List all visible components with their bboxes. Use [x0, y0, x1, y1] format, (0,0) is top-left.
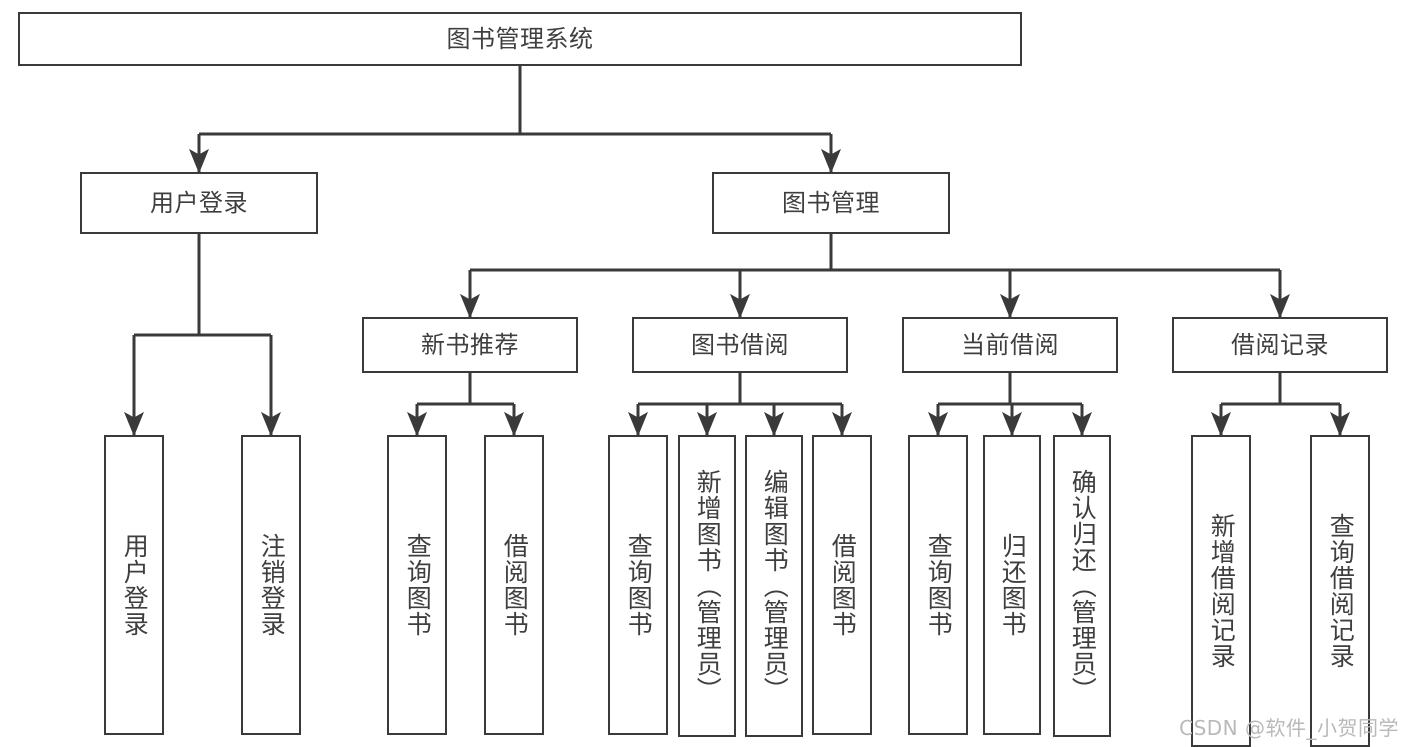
node-label: 借阅记录	[1231, 330, 1329, 359]
node-leaf-query-book-2[interactable]: 查询图书	[608, 435, 668, 735]
node-new-book-recommendation[interactable]: 新书推荐	[362, 317, 578, 373]
node-label: 查询图书	[624, 533, 654, 637]
node-label: 查询图书	[924, 533, 954, 637]
node-label: 图书借阅	[691, 330, 789, 359]
node-leaf-confirm-return-admin[interactable]: 确认归还（管理员）	[1053, 435, 1111, 737]
node-label: 编辑图书（管理员）	[760, 469, 790, 703]
node-leaf-query-book-1[interactable]: 查询图书	[387, 435, 447, 735]
node-user-login[interactable]: 用户登录	[80, 172, 318, 234]
node-label: 当前借阅	[961, 330, 1059, 359]
node-leaf-add-book-admin[interactable]: 新增图书（管理员）	[678, 435, 736, 737]
node-label: 借阅图书	[500, 533, 530, 637]
node-label: 用户登录	[150, 188, 248, 217]
node-label: 借阅图书	[828, 533, 858, 637]
node-label: 确认归还（管理员）	[1068, 469, 1098, 703]
node-leaf-user-login[interactable]: 用户登录	[104, 435, 164, 735]
node-label: 查询借阅记录	[1326, 513, 1356, 669]
node-leaf-query-book-3[interactable]: 查询图书	[908, 435, 968, 735]
node-label: 注销登录	[257, 533, 287, 637]
node-root-system[interactable]: 图书管理系统	[18, 12, 1022, 66]
node-leaf-return-book[interactable]: 归还图书	[983, 435, 1041, 735]
node-book-borrow[interactable]: 图书借阅	[632, 317, 848, 373]
node-leaf-edit-book-admin[interactable]: 编辑图书（管理员）	[745, 435, 803, 737]
node-label: 用户登录	[120, 533, 150, 637]
node-current-borrow[interactable]: 当前借阅	[902, 317, 1118, 373]
node-label: 新增图书（管理员）	[693, 469, 723, 703]
node-label: 新增借阅记录	[1207, 513, 1237, 669]
node-leaf-query-borrow-record[interactable]: 查询借阅记录	[1310, 435, 1370, 747]
node-leaf-logout[interactable]: 注销登录	[241, 435, 301, 735]
node-label: 图书管理	[782, 188, 880, 217]
node-leaf-add-borrow-record[interactable]: 新增借阅记录	[1191, 435, 1251, 747]
node-leaf-borrow-book-2[interactable]: 借阅图书	[812, 435, 872, 735]
node-leaf-borrow-book-1[interactable]: 借阅图书	[484, 435, 544, 735]
node-label: 图书管理系统	[446, 24, 594, 53]
node-label: 查询图书	[403, 533, 433, 637]
node-label: 新书推荐	[421, 330, 519, 359]
node-book-management[interactable]: 图书管理	[712, 172, 950, 234]
node-label: 归还图书	[998, 533, 1028, 637]
node-borrow-record[interactable]: 借阅记录	[1172, 317, 1388, 373]
